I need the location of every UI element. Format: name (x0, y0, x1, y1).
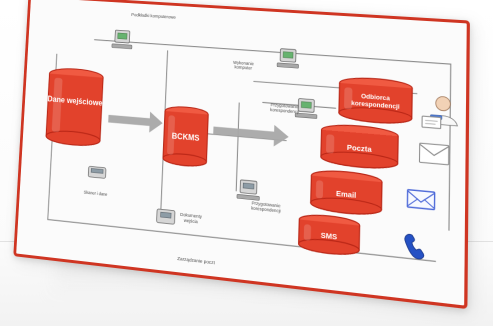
right-third-db-node: Email (311, 169, 383, 217)
middle-right-label: Przygotowaniekorespondencji (270, 102, 300, 114)
top-computer: Podkładki komputerowe (112, 12, 176, 52)
bottom-label: Zarządzanie poczt (177, 256, 216, 266)
envelope-icon (407, 190, 434, 210)
lower-right-device: Przygotowaniekorespondencji (237, 180, 281, 214)
middle-computer (295, 98, 317, 118)
lower-center-label: Dokumentywejścia (180, 212, 203, 225)
center-db-node: BCKMS (163, 105, 209, 167)
process-diagram: Dane wejściowe BCKMS Odbiorcakoresponden… (16, 12, 467, 266)
small-left-label: Skaner i dane (84, 189, 109, 197)
right-mid-db-node: Poczta (321, 123, 399, 171)
right-bottom-db-node: SMS (298, 213, 359, 257)
diagram-frame: Dane wejściowe BCKMS Odbiorcakoresponden… (13, 0, 470, 310)
input-arrow (107, 108, 164, 134)
lower-center-device: Dokumentywejścia (157, 209, 203, 228)
mail-icon (419, 143, 448, 165)
vertical-right-line (236, 103, 239, 192)
output-arrow (212, 119, 289, 148)
left-small-device: Skaner i dane (84, 166, 109, 197)
top-title: Podkładki komputerowe (131, 12, 176, 20)
right-top-db-node: Odbiorcakorespondencji (339, 76, 413, 125)
right-mid-db-label: Poczta (347, 143, 373, 154)
diagram-canvas: Dane wejściowe BCKMS Odbiorcakoresponden… (16, 0, 467, 305)
lower-right-label: Przygotowaniekorespondencji (251, 200, 281, 213)
top-center-computer (277, 48, 299, 68)
middle-top-label: Wykonaniekomputer (233, 60, 255, 71)
source-db-node: Dane wejściowe (45, 67, 104, 147)
person-icon (422, 95, 458, 130)
right-third-db-label: Email (336, 191, 356, 200)
phone-icon (405, 234, 424, 260)
right-bottom-db-label: SMS (321, 232, 338, 241)
center-db-label: BCKMS (172, 131, 200, 143)
right-top-db-label: Odbiorcakorespondencji (351, 92, 400, 111)
